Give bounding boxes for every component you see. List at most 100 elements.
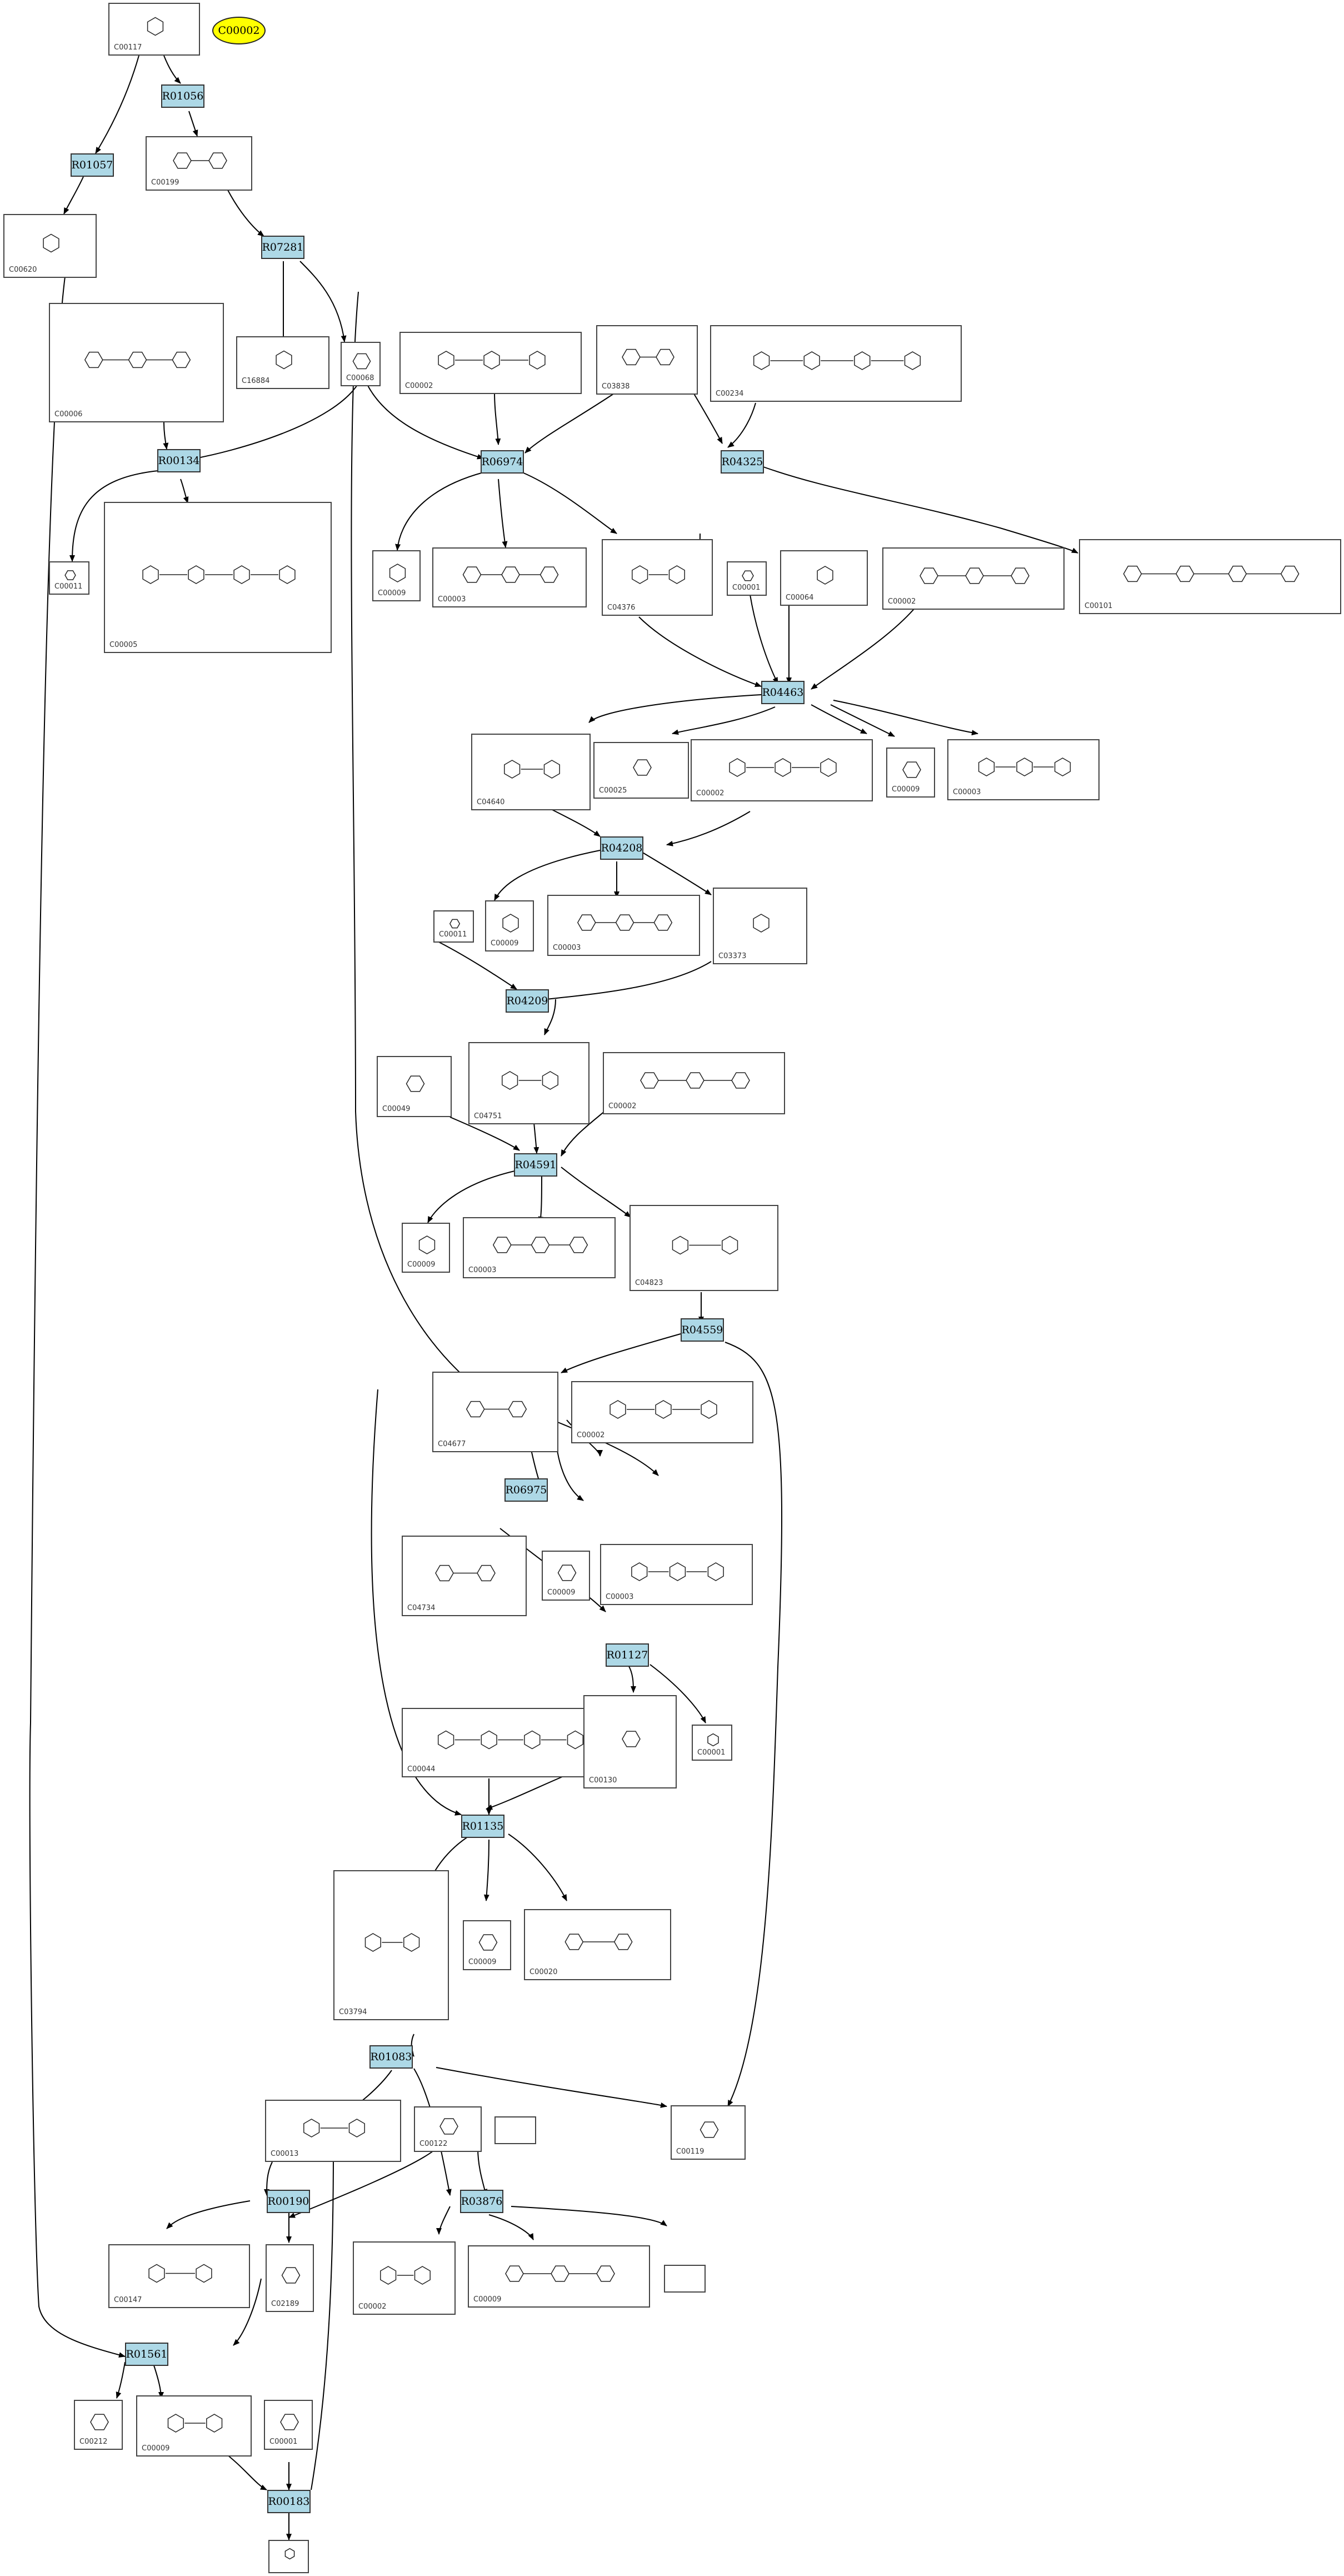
- compound-id-label: C00147: [114, 2296, 142, 2304]
- compound-id-label[interactable]: C00020: [529, 1968, 558, 1976]
- reaction-node[interactable]: R04209: [506, 989, 549, 1013]
- legend-compound-label: C00002: [218, 24, 260, 37]
- compound-box[interactable]: C16884: [236, 336, 329, 389]
- compound-box[interactable]: C00009: [468, 2245, 650, 2308]
- compound-box[interactable]: C00068: [341, 342, 381, 386]
- reaction-node[interactable]: R04591: [514, 1153, 557, 1177]
- reaction-label: R01561: [126, 2348, 168, 2360]
- compound-box[interactable]: C00009: [485, 900, 534, 951]
- compound-box[interactable]: C04823: [629, 1205, 778, 1291]
- compound-box[interactable]: C00119: [671, 2105, 746, 2160]
- empty-node-box[interactable]: [494, 2116, 536, 2144]
- compound-box[interactable]: C00049: [377, 1056, 452, 1117]
- reaction-node[interactable]: R01127: [606, 1643, 649, 1667]
- compound-box[interactable]: C00025: [593, 742, 689, 799]
- reaction-label: R04463: [762, 686, 804, 699]
- reaction-label: R01083: [370, 2051, 412, 2063]
- compound-box[interactable]: C02189: [266, 2244, 314, 2312]
- compound-box[interactable]: C00044: [402, 1708, 617, 1777]
- reaction-node[interactable]: R04208: [600, 836, 643, 860]
- reaction-node[interactable]: R04463: [761, 681, 805, 704]
- compound-box[interactable]: C00003: [432, 547, 587, 607]
- compound-box[interactable]: C00147: [108, 2244, 250, 2308]
- compound-box[interactable]: C00117: [108, 3, 200, 56]
- structure-glyph: [303, 2119, 365, 2137]
- reaction-node[interactable]: R04325: [721, 450, 764, 474]
- reaction-node[interactable]: R01056: [161, 84, 204, 108]
- reaction-node[interactable]: R00134: [157, 449, 201, 472]
- reaction-node[interactable]: R06975: [504, 1478, 548, 1502]
- compound-box[interactable]: C00009: [372, 550, 421, 601]
- compound-box[interactable]: C04677: [432, 1372, 558, 1452]
- reaction-node[interactable]: R04559: [681, 1318, 724, 1342]
- compound-id-label: C04823: [635, 1279, 663, 1287]
- reaction-label: R07281: [262, 241, 304, 253]
- compound-box[interactable]: C00003: [463, 1217, 616, 1278]
- compound-box[interactable]: C00064: [780, 550, 868, 606]
- reaction-label: R04559: [681, 1324, 723, 1336]
- reaction-node[interactable]: R07281: [261, 236, 304, 259]
- compound-box[interactable]: C00002: [882, 547, 1065, 610]
- reaction-node[interactable]: R01561: [125, 2343, 168, 2366]
- legend-compound-node[interactable]: C00002: [212, 17, 266, 44]
- compound-box[interactable]: C00620: [3, 214, 97, 278]
- compound-box[interactable]: C00009: [402, 1223, 450, 1273]
- compound-box[interactable]: C00009: [136, 2395, 252, 2457]
- compound-box[interactable]: C00002: [603, 1052, 785, 1114]
- compound-box[interactable]: C00122: [414, 2106, 482, 2152]
- compound-box[interactable]: C03794: [333, 1870, 449, 2020]
- empty-node-box[interactable]: [664, 2265, 706, 2293]
- compound-box[interactable]: C04640: [471, 734, 591, 810]
- compound-box[interactable]: C00001: [264, 2400, 313, 2450]
- compound-id-label: C04640: [477, 798, 505, 806]
- compound-box[interactable]: C03838: [596, 325, 698, 395]
- compound-box[interactable]: C03373: [713, 888, 807, 964]
- compound-id-label: C00009: [407, 1260, 436, 1269]
- compound-box[interactable]: C00003: [600, 1544, 753, 1605]
- compound-box[interactable]: C00009: [542, 1551, 590, 1601]
- structure-glyph: [418, 1235, 436, 1254]
- compound-box[interactable]: C00011: [433, 910, 474, 943]
- reaction-label: R03876: [461, 2195, 503, 2208]
- compound-box[interactable]: C04376: [602, 539, 713, 616]
- reaction-node[interactable]: R00190: [267, 2190, 310, 2213]
- compound-box[interactable]: C00002: [399, 332, 582, 394]
- compound-box[interactable]: C00199: [146, 136, 252, 191]
- compound-box[interactable]: C00002: [691, 739, 873, 801]
- reaction-node[interactable]: R01057: [71, 153, 114, 177]
- compound-box[interactable]: C04751: [468, 1042, 589, 1124]
- reaction-node[interactable]: R00183: [267, 2490, 311, 2513]
- reaction-node[interactable]: R06974: [481, 450, 524, 474]
- compound-box[interactable]: C00212: [74, 2400, 123, 2450]
- compound-id-label: C00025: [599, 786, 627, 795]
- compound-box[interactable]: C00013: [265, 2100, 401, 2162]
- structure-glyph: [502, 914, 519, 933]
- compound-box[interactable]: C00009: [463, 1920, 511, 1970]
- compound-box[interactable]: C00020: [524, 1909, 671, 1980]
- compound-box[interactable]: [268, 2540, 309, 2573]
- compound-box[interactable]: C00009: [886, 748, 935, 798]
- reaction-node[interactable]: R03876: [460, 2190, 503, 2213]
- reaction-label: R00183: [268, 2495, 310, 2508]
- compound-id-label: C03794: [339, 2008, 367, 2016]
- compound-id-label: C00101: [1085, 602, 1113, 610]
- compound-box[interactable]: C00001: [727, 561, 767, 596]
- reaction-label: R00134: [158, 455, 200, 467]
- compound-box[interactable]: C00003: [947, 739, 1100, 800]
- reaction-node[interactable]: R01135: [461, 1815, 504, 1838]
- compound-box[interactable]: C00101: [1079, 539, 1341, 614]
- compound-box[interactable]: C00001: [692, 1725, 732, 1761]
- structure-glyph: [492, 1237, 588, 1253]
- compound-box[interactable]: C00011: [49, 561, 89, 595]
- reaction-node[interactable]: R01083: [369, 2045, 413, 2069]
- reaction-label: R04209: [506, 995, 548, 1007]
- compound-box[interactable]: C00234: [710, 325, 962, 402]
- compound-box[interactable]: C00002: [571, 1381, 753, 1443]
- compound-box[interactable]: C00003: [547, 895, 700, 956]
- compound-box[interactable]: C00005: [104, 502, 332, 653]
- compound-box[interactable]: C00130: [583, 1695, 677, 1788]
- compound-box[interactable]: C04734: [402, 1536, 527, 1616]
- compound-box[interactable]: C00002: [353, 2241, 456, 2315]
- compound-box[interactable]: C00006: [49, 303, 224, 422]
- compound-id-label: C00002: [696, 789, 725, 798]
